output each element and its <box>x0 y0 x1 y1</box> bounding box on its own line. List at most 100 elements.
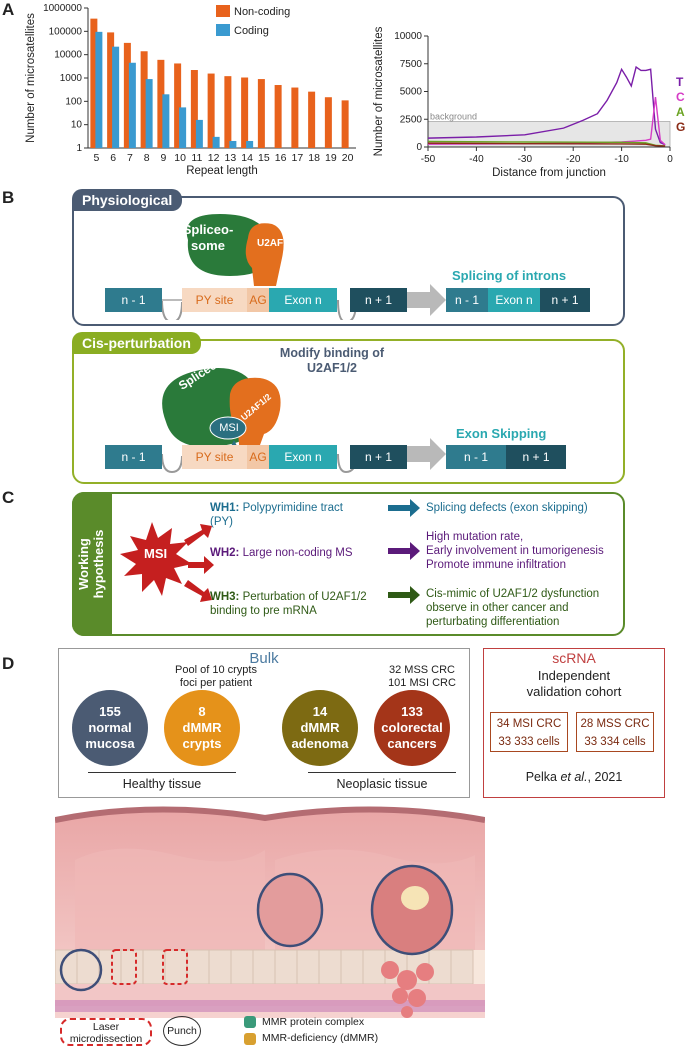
laser-region-2 <box>162 949 188 985</box>
wh3-result: Cis-mimic of U2AF1/2 dysfunction observe… <box>426 588 600 628</box>
x-tick-label: 6 <box>110 152 116 164</box>
legend-label-t: T <box>676 75 684 89</box>
x-tick-label: 11 <box>191 152 202 164</box>
legend-label-c: C <box>676 90 685 104</box>
healthy-label: Healthy tissue <box>122 777 202 791</box>
y-tick-label: 5000 <box>400 87 423 98</box>
legend-dmmr: MMR-deficiency (dMMR) <box>262 1032 379 1044</box>
bar-coding-5 <box>95 31 103 148</box>
result-n-plus-1: n + 1 <box>540 288 590 312</box>
cis-py-site: PY site <box>182 445 247 469</box>
wh1-result: Splicing defects (exon skipping) <box>426 502 588 514</box>
bar-non-coding-15 <box>257 79 265 148</box>
bar-non-coding-9 <box>157 59 165 148</box>
x-tick-label: 5 <box>93 152 99 164</box>
bar-non-coding-19 <box>324 97 332 148</box>
arrow-wh1-icon <box>184 524 212 546</box>
wh1-text: WH1: Polypyrimidine tract (PY) <box>210 502 343 528</box>
neoplasic-label: Neoplasic tissue <box>336 777 428 791</box>
scrna-box <box>483 648 665 798</box>
bar-non-coding-13 <box>224 76 232 148</box>
exon-skipping-title: Exon Skipping <box>456 426 547 441</box>
arrow-wh2-result-icon <box>388 542 420 560</box>
x-tick-label: 9 <box>160 152 166 164</box>
bar-coding-12 <box>212 136 220 148</box>
spliceosome-label: Spliceo- some <box>182 222 234 253</box>
y-tick-label: 1000 <box>60 73 83 84</box>
healthy-line <box>88 772 236 773</box>
y-tick-label: 2500 <box>400 114 423 125</box>
exon-n-plus-1: n + 1 <box>350 288 407 312</box>
bar-coding-14 <box>246 140 254 148</box>
bar-coding-9 <box>162 94 170 148</box>
result-n-minus-1: n - 1 <box>446 288 488 312</box>
bar-coding-6 <box>112 46 120 148</box>
physiological-box <box>72 196 625 326</box>
x-tick-label: -20 <box>566 154 581 165</box>
bar-non-coding-6 <box>107 32 115 148</box>
wh2-result: High mutation rate, Early involvement in… <box>426 531 604 571</box>
bar-non-coding-17 <box>291 87 299 148</box>
y-tick-label: 100 <box>65 96 82 107</box>
pool-note: Pool of 10 crypts foci per patient <box>175 664 257 689</box>
legend-label-non-coding: Non-coding <box>234 6 290 18</box>
physiological-tag: Physiological <box>72 189 183 211</box>
panel-letter-c: C <box>2 488 15 507</box>
msi-burst <box>120 522 214 602</box>
panel-letter-d: D <box>2 654 15 673</box>
cis-diagram <box>161 368 446 474</box>
cis-tag: Cis-perturbation <box>72 332 201 354</box>
dmmr-icon <box>244 1033 256 1045</box>
bar-coding-13 <box>229 140 237 148</box>
x-tick-label: 12 <box>208 152 220 164</box>
arrow-right-cis-icon <box>406 438 446 470</box>
bar-coding-8 <box>145 79 153 148</box>
bulk-title: Bulk <box>249 650 279 667</box>
cancer-punch <box>370 864 454 956</box>
arrow-right-icon <box>406 284 446 316</box>
msi-ellipse <box>209 416 247 440</box>
circle-normal-mucosa: 155 normal mucosa <box>72 690 148 766</box>
x-tick-label: -40 <box>469 154 484 165</box>
scrna-reference: Pelka et al., 2021 <box>525 770 623 784</box>
cis-exon-n: Exon n <box>269 445 337 469</box>
mmr-complex-icon <box>244 1016 256 1028</box>
x-tick-label: 14 <box>241 152 253 164</box>
y-tick-label: 10000 <box>54 50 82 61</box>
working-hypothesis-label: Working hypothesis <box>76 529 106 599</box>
bar-non-coding-7 <box>123 42 131 148</box>
scrna-mss-box: 28 MSS CRC 33 334 cells <box>576 712 654 752</box>
u2af-label: U2AF1/2 <box>257 238 298 249</box>
circle-dmmr-crypts: 8 dMMR crypts <box>164 690 240 766</box>
cis-box <box>72 339 625 484</box>
u2af-shape <box>245 223 284 286</box>
arrow-wh3-result-icon <box>388 586 420 604</box>
y-tick-label: 1 <box>76 143 82 154</box>
legend-label-coding: Coding <box>234 25 269 37</box>
bulk-box <box>58 648 470 798</box>
circle-dmmr-adenoma: 14 dMMR adenoma <box>282 690 358 766</box>
x-tick-label: 20 <box>342 152 354 164</box>
hypothesis-arrows <box>388 499 420 604</box>
normal-mucosa-punch <box>59 948 103 992</box>
y-tick-label: 100000 <box>49 26 83 37</box>
x-tick-label: -30 <box>518 154 533 165</box>
panel-letter-b: B <box>2 188 15 207</box>
y-tick-label: 10 <box>71 120 83 131</box>
panel-letter-a: A <box>2 0 15 19</box>
y-tick-label: 0 <box>416 142 422 153</box>
scrna-subtitle: Independent validation cohort <box>526 668 622 699</box>
msi-burst-label: MSI <box>144 546 168 561</box>
legend-mmr: MMR protein complex <box>262 1016 365 1028</box>
legend-punch: Punch <box>163 1016 201 1046</box>
x-tick-label: -10 <box>614 154 629 165</box>
physiological-diagram <box>161 214 446 320</box>
background-label: background <box>430 111 477 121</box>
py-site: PY site <box>182 288 247 312</box>
adenoma-punch <box>256 872 324 948</box>
cis-exon-n-minus-1: n - 1 <box>105 445 162 469</box>
bar-non-coding-12 <box>207 73 215 148</box>
cis-exon-n-plus-1: n + 1 <box>350 445 407 469</box>
y-tick-label: 1000000 <box>43 3 82 14</box>
y-tick-label: 10000 <box>394 31 422 42</box>
